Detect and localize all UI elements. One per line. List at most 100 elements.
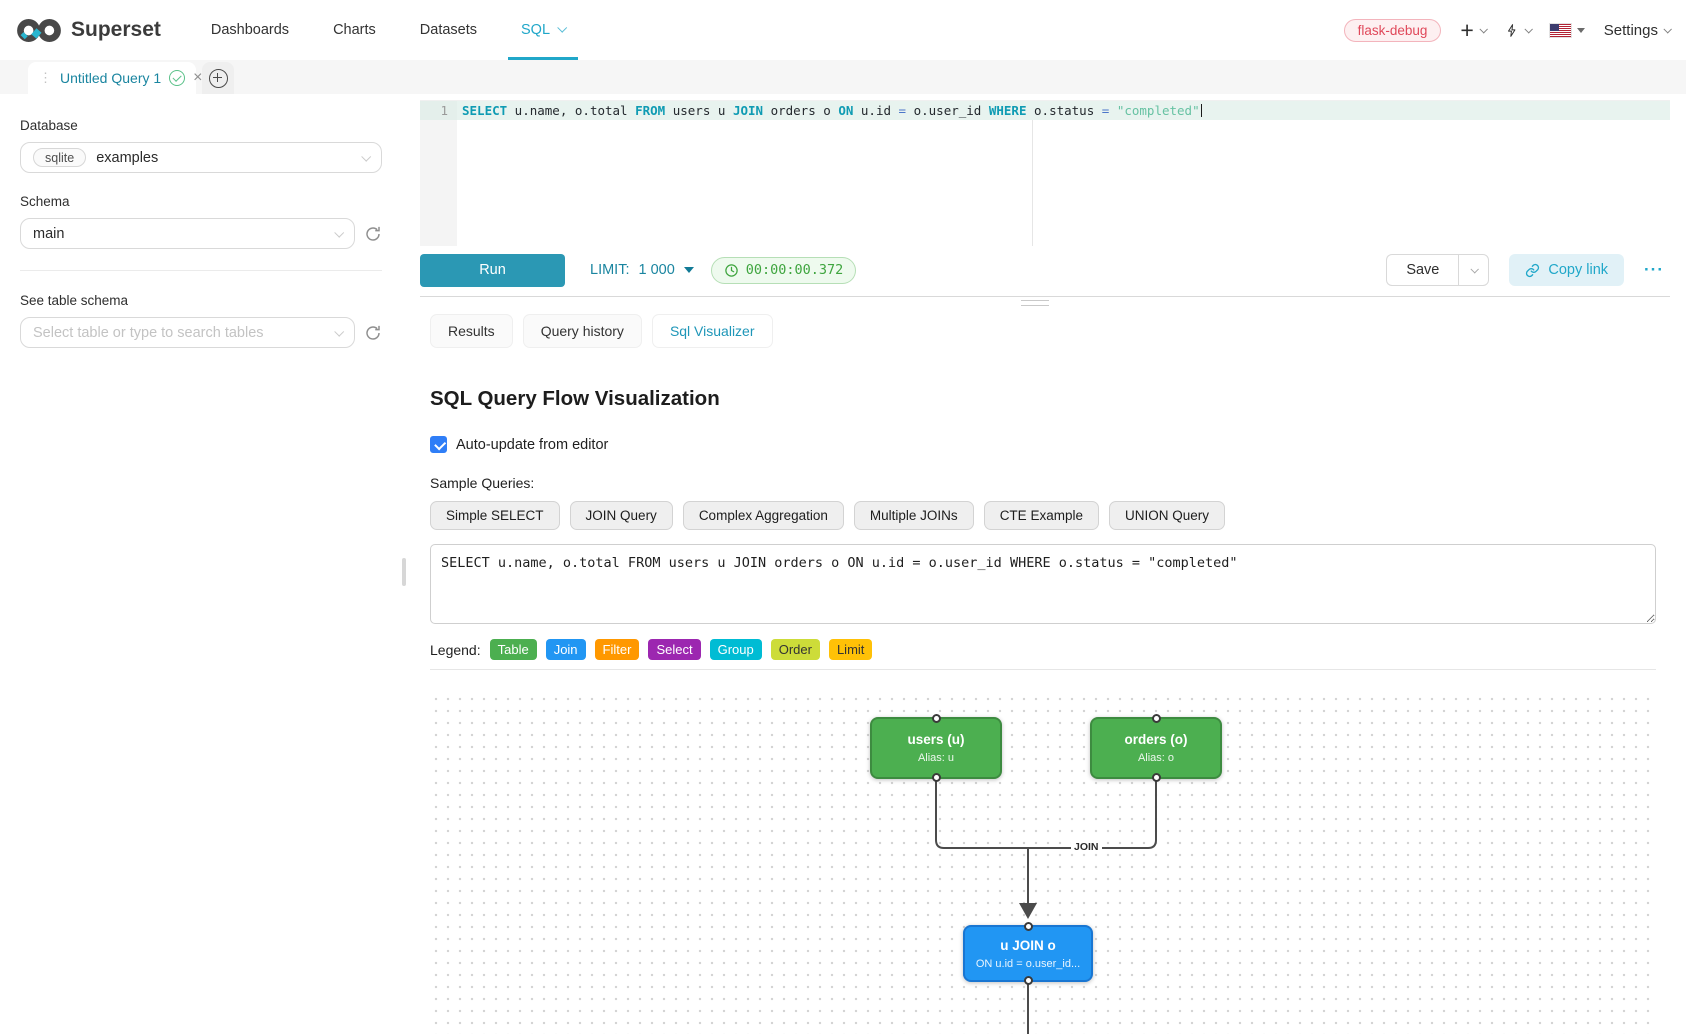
sql-visualizer-panel: SQL Query Flow Visualization Auto-update… (430, 387, 1656, 1034)
code-token: o.status (1026, 103, 1102, 118)
sql-editor[interactable]: 1 SELECT u.name, o.total FROM users u JO… (420, 100, 1670, 246)
run-button[interactable]: Run (420, 253, 565, 287)
node-subtitle: ON u.id = o.user_id... (975, 957, 1081, 970)
settings-label: Settings (1603, 21, 1658, 39)
copy-link-button[interactable]: Copy link (1509, 254, 1625, 286)
main-menu: Dashboards Charts Datasets SQL (189, 0, 587, 60)
drag-handle-icon[interactable]: ⋮ (39, 70, 52, 85)
node-handle[interactable] (1023, 922, 1033, 931)
schema-select[interactable]: main (20, 218, 355, 249)
schema-select-value: main (33, 225, 65, 242)
settings-menu[interactable]: Settings (1603, 21, 1672, 39)
database-select-value: examples (96, 149, 159, 166)
editor-active-line[interactable]: SELECT u.name, o.total FROM users u JOIN… (457, 101, 1670, 120)
refresh-tables-icon[interactable] (364, 324, 382, 342)
query-search-menu[interactable] (1505, 21, 1533, 40)
new-item-menu[interactable]: + (1460, 17, 1488, 43)
auto-update-checkbox[interactable] (430, 436, 447, 453)
more-actions-button[interactable]: ··· (1644, 260, 1664, 279)
content-divider (430, 669, 1656, 670)
nav-item-sql[interactable]: SQL (508, 0, 579, 60)
sample-query-union-query[interactable]: UNION Query (1108, 501, 1225, 530)
chevron-down-icon (1479, 25, 1488, 34)
query-text-input[interactable]: SELECT u.name, o.total FROM users u JOIN… (430, 544, 1656, 624)
tab-sql-visualizer[interactable]: Sql Visualizer (651, 314, 773, 348)
plus-icon: + (1460, 17, 1474, 43)
table-node-users[interactable]: users (u) Alias: u (870, 714, 1002, 782)
chevron-down-icon (557, 22, 568, 33)
refresh-schema-icon[interactable] (364, 225, 382, 243)
limit-value: 1 000 (638, 262, 675, 278)
node-title: orders (o) (1124, 732, 1188, 747)
node-handle[interactable] (931, 714, 941, 723)
chevron-down-icon (1663, 25, 1672, 34)
plus-circle-icon (208, 68, 228, 88)
environment-badge: flask-debug (1343, 18, 1442, 42)
limit-dropdown[interactable]: LIMIT: 1 000 (590, 262, 694, 278)
nav-item-datasets[interactable]: Datasets (411, 0, 486, 60)
tab-results[interactable]: Results (430, 314, 513, 348)
auto-update-row: Auto-update from editor (430, 436, 1656, 453)
caret-down-icon (1576, 27, 1585, 33)
sample-query-complex-aggregation[interactable]: Complex Aggregation (682, 501, 844, 530)
query-timer: 00:00:00.372 (710, 256, 857, 284)
node-handle[interactable] (1151, 773, 1161, 782)
editor-gutter: 1 (420, 101, 457, 246)
auto-update-label: Auto-update from editor (456, 436, 609, 453)
code-token: FROM (635, 103, 666, 118)
sample-query-join-query[interactable]: JOIN Query (569, 501, 673, 530)
legend-badge-group: Group (709, 639, 762, 660)
sample-query-cte-example[interactable]: CTE Example (983, 501, 1099, 530)
sidebar-resize-handle[interactable] (402, 558, 406, 586)
pane-divider (420, 296, 1670, 306)
code-token: u.id (853, 103, 899, 118)
editor-code-area[interactable]: SELECT u.name, o.total FROM users u JOIN… (457, 101, 1670, 120)
code-token: ON (838, 103, 854, 118)
results-tab-bar: Results Query history Sql Visualizer (430, 314, 1670, 348)
table-select[interactable]: Select table or type to search tables (20, 317, 355, 348)
node-handle[interactable] (1151, 714, 1161, 723)
sidebar-divider (20, 270, 382, 271)
query-tab[interactable]: ⋮ Untitled Query 1 × (28, 62, 203, 94)
sample-query-multiple-joins[interactable]: Multiple JOINs (853, 501, 974, 530)
code-token: o.user_id (906, 103, 989, 118)
flow-canvas[interactable]: JOIN users (u) Alias: u orders (o) Alias… (430, 693, 1656, 1034)
superset-brand[interactable]: Superset (16, 16, 161, 45)
database-label: Database (20, 118, 78, 133)
new-query-tab-button[interactable] (202, 62, 234, 94)
nav-item-label: Dashboards (210, 22, 290, 38)
chevron-down-icon (334, 326, 345, 337)
nav-item-charts[interactable]: Charts (324, 0, 385, 60)
tab-query-history[interactable]: Query history (522, 314, 642, 348)
node-subtitle: Alias: o (1137, 752, 1175, 764)
save-button[interactable]: Save (1386, 254, 1459, 286)
schema-label: Schema (20, 194, 70, 209)
line-number: 1 (420, 101, 457, 120)
caret-down-icon (683, 267, 694, 273)
legend-label: Legend: (430, 641, 481, 658)
language-picker[interactable] (1548, 22, 1585, 38)
query-tab-title[interactable]: Untitled Query 1 (60, 70, 162, 86)
close-tab-icon[interactable]: × (193, 69, 203, 86)
code-token: u.name, o.total (507, 103, 636, 118)
code-token: WHERE (988, 103, 1027, 118)
join-node[interactable]: u JOIN o ON u.id = o.user_id... (963, 922, 1093, 985)
node-handle[interactable] (1023, 976, 1033, 985)
legend-badge-table: Table (489, 639, 537, 660)
code-token (1109, 103, 1117, 118)
text-cursor (1200, 104, 1203, 117)
node-handle[interactable] (931, 773, 941, 782)
nav-right-cluster: flask-debug + Settings (1343, 17, 1672, 43)
table-node-orders[interactable]: orders (o) Alias: o (1090, 714, 1222, 782)
nav-item-dashboards[interactable]: Dashboards (202, 0, 298, 60)
nav-item-label: Datasets (419, 22, 478, 38)
copy-link-label: Copy link (1548, 262, 1609, 278)
database-select[interactable]: sqlite examples (20, 142, 382, 173)
table-select-placeholder: Select table or type to search tables (33, 324, 264, 341)
legend-badge-select: Select (648, 639, 701, 660)
sample-query-simple-select[interactable]: Simple SELECT (430, 501, 560, 530)
pane-resize-handle[interactable] (1021, 300, 1049, 306)
save-split-button: Save (1386, 254, 1490, 286)
save-options-button[interactable] (1458, 254, 1490, 286)
